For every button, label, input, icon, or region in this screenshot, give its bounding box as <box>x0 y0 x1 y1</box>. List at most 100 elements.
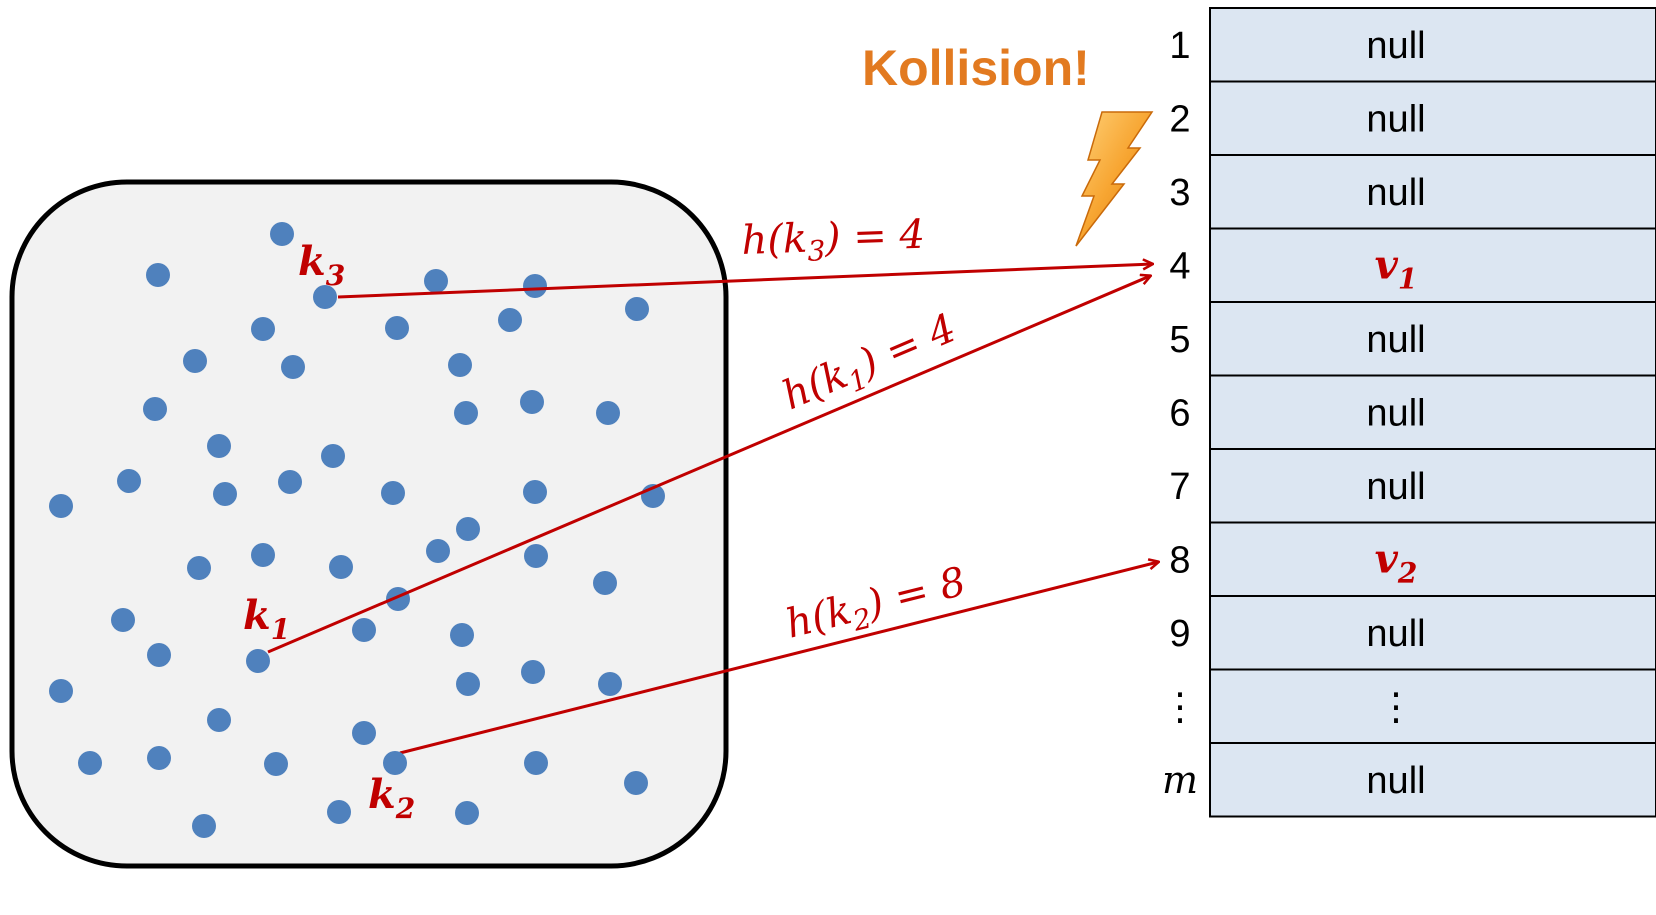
slot-value-highlight: v2 <box>1375 535 1418 589</box>
arrow-k1-to-4 <box>267 276 1150 654</box>
slot-index: 3 <box>1169 172 1190 214</box>
universe-point <box>521 660 545 684</box>
slot-index: 5 <box>1169 319 1190 361</box>
universe-point <box>117 469 141 493</box>
universe-point <box>192 814 216 838</box>
key-point-k2 <box>383 751 407 775</box>
universe-point <box>278 470 302 494</box>
universe-points <box>49 222 665 838</box>
universe-point <box>448 353 472 377</box>
universe-point <box>426 539 450 563</box>
universe-point <box>147 643 171 667</box>
slot-value: null <box>1366 319 1425 361</box>
hash-arrows <box>267 264 1158 755</box>
slot-value-highlight: v1 <box>1375 241 1418 295</box>
universe-point <box>49 679 73 703</box>
key-label-k1: k1 <box>243 592 290 646</box>
table-slot <box>1209 742 1656 818</box>
slot-index: 7 <box>1169 466 1190 508</box>
universe-point <box>251 543 275 567</box>
key-label-k3: k3 <box>298 238 345 292</box>
universe-point <box>329 555 353 579</box>
slot-index: m <box>1162 758 1198 802</box>
table-slot <box>1209 668 1656 744</box>
universe-point <box>187 556 211 580</box>
universe-point <box>111 608 135 632</box>
arrow-k2-to-8 <box>399 562 1158 755</box>
lightning-icon <box>1075 111 1154 247</box>
universe-point <box>455 801 479 825</box>
universe-point <box>270 222 294 246</box>
universe-point <box>327 800 351 824</box>
slot-value: null <box>1366 760 1425 802</box>
universe-point <box>596 401 620 425</box>
universe-point <box>524 751 548 775</box>
table-slot <box>1209 7 1656 83</box>
table-slot <box>1209 227 1656 303</box>
universe-point <box>450 623 474 647</box>
universe-point <box>456 672 480 696</box>
hash-table: 1 null 2 null 3 null 4 v1 5 null 6 null 7 null 8 v2 9 nul… <box>1161 7 1656 818</box>
universe-point <box>147 746 171 770</box>
universe-point <box>207 708 231 732</box>
universe-point <box>523 480 547 504</box>
universe-point <box>625 297 649 321</box>
universe-point <box>523 274 547 298</box>
universe-point <box>146 263 170 287</box>
slot-index: 9 <box>1169 613 1190 655</box>
table-slot <box>1209 80 1656 156</box>
universe-point <box>352 721 376 745</box>
slot-index: ⋮ <box>1161 686 1199 728</box>
universe-point <box>598 672 622 696</box>
slot-value: null <box>1366 172 1425 214</box>
universe-point <box>78 751 102 775</box>
slot-value: null <box>1366 98 1425 140</box>
universe-point <box>624 771 648 795</box>
key-label-k2: k2 <box>368 771 415 825</box>
table-slot <box>1209 448 1656 524</box>
key-points <box>246 285 407 775</box>
universe-point <box>454 401 478 425</box>
universe-point <box>213 482 237 506</box>
arrow-k3-to-4 <box>337 264 1152 299</box>
universe-point <box>498 308 522 332</box>
table-slot <box>1209 154 1656 230</box>
universe-point <box>352 618 376 642</box>
slot-index: 8 <box>1169 539 1190 581</box>
slot-index: 1 <box>1169 25 1190 67</box>
universe-point <box>251 317 275 341</box>
table-slot <box>1209 595 1656 671</box>
universe-point <box>281 355 305 379</box>
table-slot <box>1209 301 1656 377</box>
universe-point <box>520 390 544 414</box>
universe-point <box>385 316 409 340</box>
universe-point <box>264 752 288 776</box>
slot-index: 4 <box>1169 245 1190 287</box>
universe-point <box>456 517 480 541</box>
universe-point <box>321 444 345 468</box>
universe-point <box>183 349 207 373</box>
slot-value: null <box>1366 392 1425 434</box>
slot-value: null <box>1366 466 1425 508</box>
universe-point <box>207 434 231 458</box>
universe-point <box>143 397 167 421</box>
universe-point <box>424 269 448 293</box>
table-slot <box>1209 374 1656 450</box>
universe-point <box>524 544 548 568</box>
universe-point <box>49 494 73 518</box>
key-point-k3 <box>313 285 337 309</box>
mapping-label-k3: h(k3) = 4 <box>741 212 926 270</box>
universe-point <box>593 571 617 595</box>
table-slot <box>1209 521 1656 597</box>
slot-value: null <box>1366 25 1425 67</box>
slot-index: 6 <box>1169 392 1190 434</box>
slot-value: ⋮ <box>1377 686 1415 728</box>
mapping-label-k2: h(k2) = 8 <box>781 559 972 654</box>
slot-index: 2 <box>1169 98 1190 140</box>
collision-label: Kollision! <box>862 40 1090 96</box>
universe-point <box>381 481 405 505</box>
key-point-k1 <box>246 649 270 673</box>
mapping-label-k1: h(k1) = 4 <box>776 305 965 425</box>
slot-value: null <box>1366 613 1425 655</box>
